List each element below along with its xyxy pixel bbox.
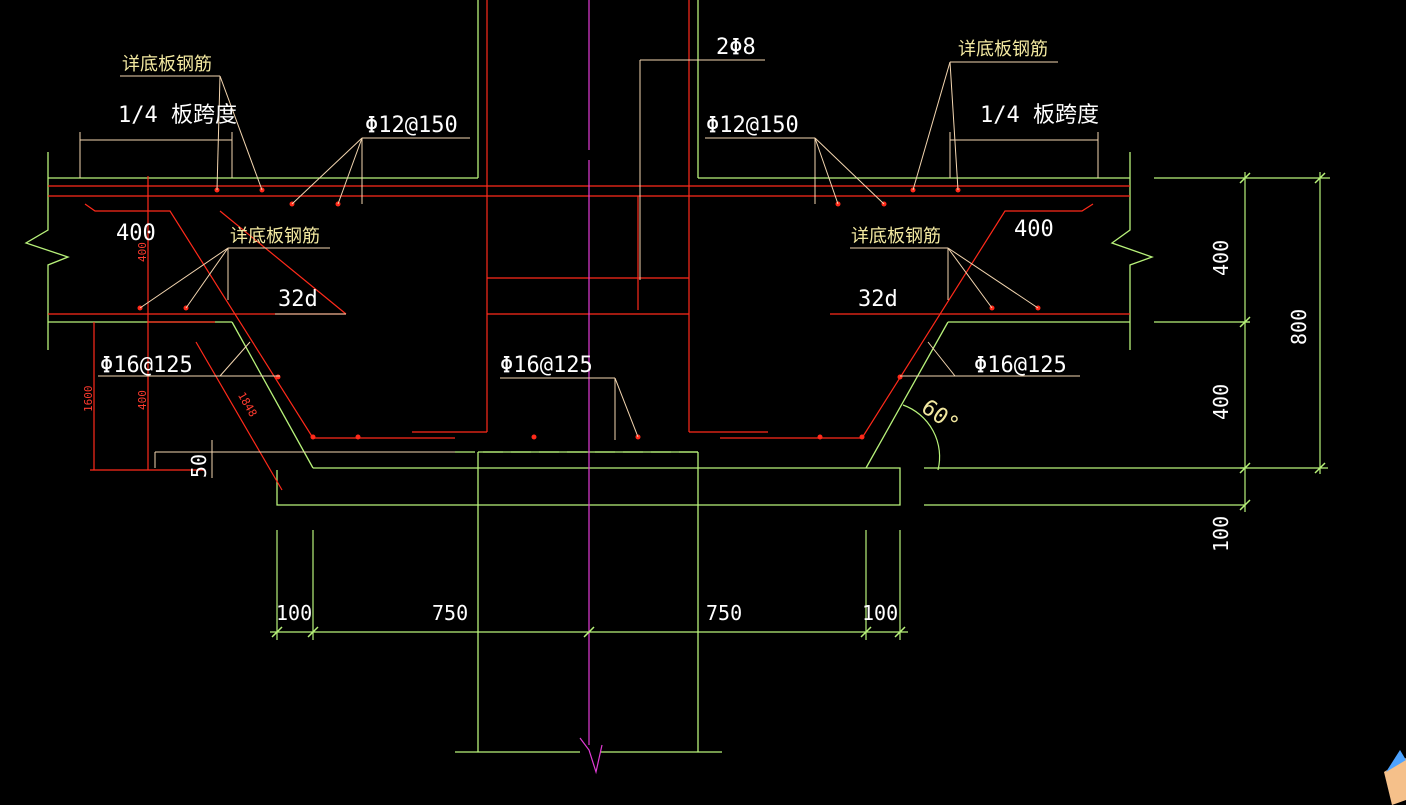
leader-lines xyxy=(79,59,1099,478)
dim-right-upper: 400 xyxy=(1209,240,1233,276)
dim-red-vertical-1: 400 xyxy=(136,242,149,262)
label-stirrup-top: 2Φ8 xyxy=(716,35,756,60)
label-see-bottom-rebar-mid-right: 详底板钢筋 xyxy=(851,226,941,247)
label-quarter-span-right: 1/4 板跨度 xyxy=(980,103,1099,128)
label-haunch-left: 400 xyxy=(116,221,156,246)
dim-bottom-right-edge: 100 xyxy=(862,601,898,625)
label-anchor-right: 32d xyxy=(858,287,898,312)
label-see-bottom-rebar-top-left: 详底板钢筋 xyxy=(122,54,212,75)
dim-bottom-left-edge: 100 xyxy=(276,601,312,625)
center-axis xyxy=(579,0,603,775)
dimension-ticks xyxy=(271,172,1326,638)
label-see-bottom-rebar-mid-left: 详底板钢筋 xyxy=(230,226,320,247)
dim-right-lower: 400 xyxy=(1209,384,1233,420)
label-top-bar-left: Φ12@150 xyxy=(365,113,458,138)
dim-right-bottom: 100 xyxy=(1209,516,1233,552)
label-see-bottom-rebar-top-right: 详底板钢筋 xyxy=(958,39,1048,60)
label-quarter-span-left: 1/4 板跨度 xyxy=(118,103,237,128)
label-slope-bar-left: Φ16@125 xyxy=(100,353,193,378)
label-top-bar-right: Φ12@150 xyxy=(706,113,799,138)
dim-bottom-right-half: 750 xyxy=(706,601,742,625)
dim-bottom-left-half: 750 xyxy=(432,601,468,625)
label-slope-bar-mid: Φ16@125 xyxy=(500,353,593,378)
dim-cover: 50 xyxy=(187,454,211,478)
label-anchor-left: 32d xyxy=(278,287,318,312)
assistant-mascot-icon[interactable] xyxy=(1384,750,1406,805)
label-angle: 60° xyxy=(916,395,963,438)
dimension-lines xyxy=(270,172,1328,640)
label-slope-bar-right: Φ16@125 xyxy=(974,353,1067,378)
label-haunch-right: 400 xyxy=(1014,217,1054,242)
dim-right-total: 800 xyxy=(1287,309,1311,345)
dim-red-vertical-total: 1600 xyxy=(82,386,95,413)
dim-red-vertical-2: 400 xyxy=(136,390,149,410)
